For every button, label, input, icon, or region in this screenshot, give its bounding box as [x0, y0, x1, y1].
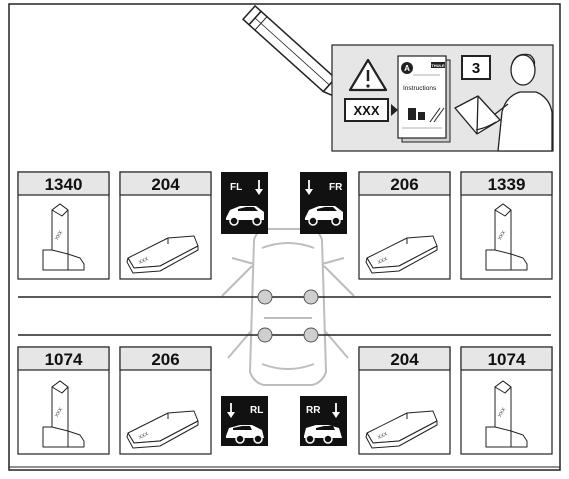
- part-1339: 1339 XXX: [460, 171, 553, 280]
- position-label: FL: [230, 182, 242, 193]
- rear-right-door: [323, 329, 349, 359]
- part-number: 1074: [488, 350, 526, 369]
- warning-icon: [348, 58, 388, 92]
- svg-text:XXX: XXX: [138, 431, 150, 441]
- arrow-down-icon: [332, 403, 340, 418]
- position-badge-fl: FL: [221, 172, 268, 234]
- part-number: 206: [151, 350, 179, 369]
- booklet-illustration: [408, 107, 445, 123]
- page-border: [8, 3, 561, 471]
- svg-text:XXX: XXX: [54, 406, 65, 418]
- mount-point-rear-left: [257, 327, 273, 343]
- svg-text:XXX: XXX: [54, 229, 65, 241]
- pad-icon: XXX: [365, 235, 438, 274]
- foot-icon: XXX: [42, 203, 85, 271]
- position-label: RR: [306, 405, 321, 416]
- arrow-down-icon: [305, 180, 313, 195]
- svg-text:XXX: XXX: [497, 229, 508, 241]
- pad-icon: XXX: [126, 235, 199, 274]
- mount-point-front-left: [257, 289, 273, 305]
- part-206-bottom: 206 XXX: [119, 346, 212, 455]
- booklet-letter: A: [404, 64, 410, 73]
- part-204-bottom: 204 XXX: [358, 346, 451, 455]
- booklet-brand: THULE: [431, 63, 445, 68]
- mount-point-rear-right: [303, 327, 319, 343]
- part-number: 1339: [488, 175, 526, 194]
- part-204-top: 204 XXX: [119, 171, 212, 280]
- arrow-right-icon: [391, 104, 398, 116]
- part-206-top: 206 XXX: [358, 171, 451, 280]
- car-side-icon: [226, 206, 264, 226]
- part-1074-left: 1074 XXX: [17, 346, 110, 455]
- car-side-icon: [305, 206, 343, 226]
- step-number-box: [461, 55, 491, 80]
- svg-text:XXX: XXX: [377, 431, 389, 441]
- position-badge-rl: RL: [221, 396, 268, 446]
- warning-code: XXX: [353, 103, 379, 118]
- warning-code-box: [344, 98, 389, 122]
- front-right-door: [323, 265, 355, 297]
- position-label: FR: [329, 182, 343, 193]
- svg-text:XXX: XXX: [377, 256, 389, 266]
- position-label: RL: [250, 405, 263, 416]
- part-number: 1340: [45, 175, 83, 194]
- booklet-heading: Instructions: [403, 85, 437, 92]
- foot-icon: XXX: [485, 380, 528, 448]
- car-side-icon: [226, 425, 264, 444]
- position-badge-rr: RR: [300, 396, 347, 446]
- svg-text:XXX: XXX: [138, 256, 150, 266]
- instruction-booklet: A THULE Instructions: [397, 55, 451, 143]
- car-top-view: [221, 228, 355, 386]
- svg-text:XXX: XXX: [497, 406, 508, 418]
- step-number: 3: [472, 60, 480, 77]
- part-1340: 1340 XXX: [17, 171, 110, 280]
- mount-point-front-right: [303, 289, 319, 305]
- part-number: 1074: [45, 350, 83, 369]
- part-number: 206: [390, 175, 418, 194]
- part-1074-right: 1074 XXX: [460, 346, 553, 455]
- pad-icon: XXX: [126, 410, 199, 449]
- arrow-down-icon: [255, 180, 263, 195]
- pad-icon: XXX: [365, 410, 438, 449]
- position-badge-fr: FR: [300, 172, 347, 234]
- front-left-door: [221, 265, 253, 297]
- foot-icon: XXX: [42, 380, 85, 448]
- car-side-icon: [304, 425, 342, 444]
- foot-icon: XXX: [485, 203, 528, 271]
- arrow-down-icon: [227, 403, 235, 418]
- rear-left-door: [227, 329, 253, 359]
- part-number: 204: [151, 175, 180, 194]
- part-number: 204: [390, 350, 419, 369]
- person-reading-icon: [454, 53, 553, 152]
- pencil-icon: [241, 4, 351, 104]
